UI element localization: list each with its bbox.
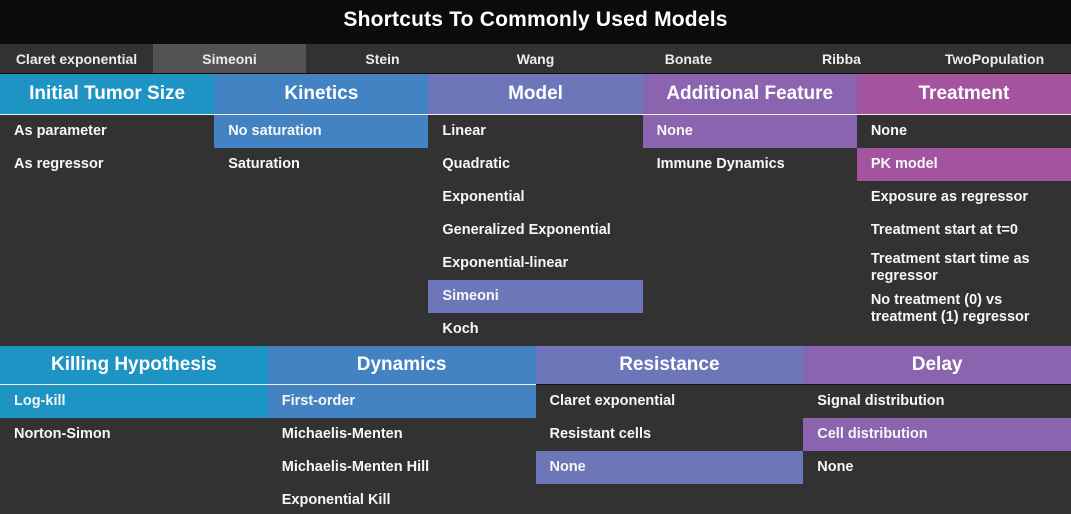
tab-ribba[interactable]: Ribba xyxy=(822,50,861,67)
option-first-order[interactable]: First-order xyxy=(267,385,536,418)
column-delay: Signal distribution Cell distribution No… xyxy=(803,385,1071,514)
option-immune-dynamics[interactable]: Immune Dynamics xyxy=(656,156,785,173)
option-michaelis-menten[interactable]: Michaelis-Menten xyxy=(281,426,403,443)
column-dynamics: First-order Michaelis-Menten Michaelis-M… xyxy=(267,385,536,514)
option-generalized-exponential[interactable]: Generalized Exponential xyxy=(442,222,611,239)
tab-bonate[interactable]: Bonate xyxy=(664,50,713,67)
option-additional-feature-none[interactable]: None xyxy=(642,115,857,148)
option-michaelis-menten-hill[interactable]: Michaelis-Menten Hill xyxy=(281,459,430,476)
title-bar: Shortcuts To Commonly Used Models xyxy=(0,0,1071,40)
column-initial-tumor-size: As parameter As regressor xyxy=(0,115,214,346)
category-headers-row-2: Killing Hypothesis Dynamics Resistance D… xyxy=(0,346,1071,384)
tab-claret-exponential[interactable]: Claret exponential xyxy=(15,50,138,67)
option-treatment-start-time-as-regressor[interactable]: Treatment start time as regressor xyxy=(870,251,1030,284)
option-exponential[interactable]: Exponential xyxy=(442,189,525,206)
column-header-kinetics: Kinetics xyxy=(214,74,429,114)
option-pk-model[interactable]: PK model xyxy=(856,148,1071,181)
column-model: Linear Quadratic Exponential Generalized… xyxy=(428,115,643,346)
options-row-1: As parameter As regressor No saturation … xyxy=(0,115,1071,346)
option-simeoni[interactable]: Simeoni xyxy=(428,280,643,313)
column-additional-feature: None Immune Dynamics xyxy=(642,115,857,346)
option-resistance-claret-exponential[interactable]: Claret exponential xyxy=(549,393,676,410)
option-signal-distribution[interactable]: Signal distribution xyxy=(817,393,945,410)
option-delay-none[interactable]: None xyxy=(817,459,854,476)
option-log-kill[interactable]: Log-kill xyxy=(0,385,268,418)
model-tabs: Claret exponential Simeoni Stein Wang Bo… xyxy=(0,44,1071,73)
column-header-model: Model xyxy=(428,74,643,114)
tab-wang[interactable]: Wang xyxy=(516,50,555,67)
option-treatment-start-at-t0[interactable]: Treatment start at t=0 xyxy=(870,222,1018,239)
option-exponential-linear[interactable]: Exponential-linear xyxy=(442,255,569,272)
column-header-treatment: Treatment xyxy=(856,74,1071,114)
column-killing-hypothesis: Log-kill Norton-Simon xyxy=(0,385,268,514)
option-saturation[interactable]: Saturation xyxy=(228,156,300,173)
option-resistance-none[interactable]: None xyxy=(535,451,804,484)
category-headers-row-1: Initial Tumor Size Kinetics Model Additi… xyxy=(0,74,1071,115)
option-as-regressor[interactable]: As regressor xyxy=(14,156,104,173)
option-exposure-as-regressor[interactable]: Exposure as regressor xyxy=(870,189,1028,206)
tab-twopopulation[interactable]: TwoPopulation xyxy=(944,50,1045,67)
page-title: Shortcuts To Commonly Used Models xyxy=(343,8,728,31)
options-row-2: Log-kill Norton-Simon First-order Michae… xyxy=(0,385,1071,514)
option-norton-simon[interactable]: Norton-Simon xyxy=(14,426,111,443)
tab-stein[interactable]: Stein xyxy=(365,50,400,67)
option-linear[interactable]: Linear xyxy=(442,123,486,140)
column-header-killing-hypothesis: Killing Hypothesis xyxy=(0,346,268,384)
column-header-resistance: Resistance xyxy=(535,346,804,384)
option-no-saturation[interactable]: No saturation xyxy=(214,115,429,148)
option-treatment-none[interactable]: None xyxy=(870,123,908,140)
column-treatment: None PK model Exposure as regressor Trea… xyxy=(856,115,1071,346)
column-resistance: Claret exponential Resistant cells None xyxy=(535,385,804,514)
option-no-treatment-vs-treatment-regressor[interactable]: No treatment (0) vs treatment (1) regres… xyxy=(870,292,1030,326)
column-kinetics: No saturation Saturation xyxy=(214,115,429,346)
column-header-delay: Delay xyxy=(803,346,1071,384)
option-resistant-cells[interactable]: Resistant cells xyxy=(549,426,652,443)
column-header-initial-tumor-size: Initial Tumor Size xyxy=(0,74,215,114)
option-as-parameter[interactable]: As parameter xyxy=(14,123,107,140)
column-header-additional-feature: Additional Feature xyxy=(642,74,857,114)
option-exponential-kill[interactable]: Exponential Kill xyxy=(281,492,391,509)
tab-simeoni[interactable]: Simeoni xyxy=(153,44,306,73)
option-cell-distribution[interactable]: Cell distribution xyxy=(803,418,1071,451)
header-separator xyxy=(0,384,1071,385)
column-header-dynamics: Dynamics xyxy=(267,346,536,384)
option-quadratic[interactable]: Quadratic xyxy=(442,156,511,173)
option-koch[interactable]: Koch xyxy=(442,321,479,338)
